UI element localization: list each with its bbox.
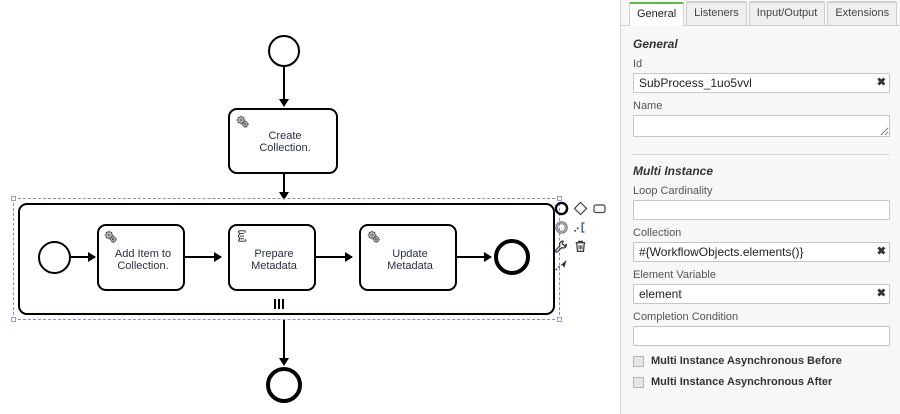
service-task-gears-icon [235, 114, 251, 130]
lasso-connect-icon[interactable] [552, 256, 571, 275]
bpmn-canvas[interactable]: Create Collection. [0, 0, 620, 414]
sequence-flow [185, 256, 221, 258]
field-name: Name [633, 100, 890, 142]
resize-handle-se[interactable] [557, 317, 562, 322]
end-event[interactable] [266, 367, 302, 403]
field-completion-condition: Completion Condition [633, 311, 890, 346]
collection-clear-icon[interactable]: ✖ [876, 245, 886, 258]
id-label: Id [633, 58, 643, 70]
field-element-variable: Element Variable ✖ [633, 269, 890, 304]
group-divider [633, 154, 890, 155]
resize-handle-ne[interactable] [557, 196, 562, 201]
sequence-flow [316, 256, 352, 258]
collection-label: Collection [633, 227, 682, 239]
element-variable-input[interactable] [633, 284, 890, 304]
task-label-line1: Create [268, 130, 302, 142]
context-pad[interactable] [552, 199, 609, 275]
task-label-line1: Add Item to [114, 248, 172, 260]
properties-body: General Id ✖ Name Multi Instance Loop Ca… [621, 26, 900, 414]
task-update-metadata[interactable]: Update Metadata [359, 224, 457, 291]
tab-listeners[interactable]: Listeners [686, 1, 747, 25]
id-clear-icon[interactable]: ✖ [876, 76, 886, 89]
task-label-line2: Collection. [117, 260, 169, 272]
task-label: Prepare Metadata [230, 248, 318, 272]
element-variable-clear-icon[interactable]: ✖ [876, 287, 886, 300]
field-loop-cardinality: Loop Cardinality [633, 185, 890, 220]
pad-empty-2 [590, 237, 609, 256]
loop-cardinality-label: Loop Cardinality [633, 185, 713, 197]
sequence-flow-arrow [88, 252, 96, 262]
sequence-flow [283, 67, 285, 103]
task-label-line2: Collection. [259, 142, 311, 154]
multi-instance-group-title: Multi Instance [633, 164, 714, 178]
script-task-scroll-icon [235, 229, 251, 245]
completion-condition-label: Completion Condition [633, 311, 739, 323]
general-group-title: General [633, 37, 678, 51]
collection-input[interactable] [633, 242, 890, 262]
service-task-gears-icon [366, 229, 382, 245]
append-intermediate-event-icon[interactable] [552, 218, 571, 237]
task-label: Add Item to Collection. [99, 248, 187, 272]
sequence-flow-arrow [345, 252, 353, 262]
field-id: Id ✖ [633, 58, 890, 93]
parallel-multi-instance-marker [274, 299, 284, 309]
pad-empty [590, 218, 609, 237]
sequence-flow-arrow [484, 252, 492, 262]
inner-start-event[interactable] [38, 241, 71, 274]
name-input[interactable] [633, 115, 890, 137]
sequence-flow [283, 320, 285, 364]
connect-icon[interactable] [571, 218, 590, 237]
async-after-label: Multi Instance Asynchronous After [651, 376, 833, 388]
properties-tabbar: General Listeners Input/Output Extension… [621, 0, 900, 26]
loop-cardinality-input[interactable] [633, 200, 890, 220]
row-async-before: Multi Instance Asynchronous Before [633, 355, 890, 367]
sequence-flow [457, 256, 490, 258]
async-before-label: Multi Instance Asynchronous Before [651, 355, 842, 367]
resize-handle-nw[interactable] [11, 196, 16, 201]
sequence-flow [283, 174, 285, 198]
task-label-line2: Metadata [387, 260, 433, 272]
field-collection: Collection ✖ [633, 227, 890, 262]
async-after-checkbox[interactable] [633, 376, 644, 388]
start-event[interactable] [268, 35, 300, 67]
resize-handle-sw[interactable] [11, 317, 16, 322]
append-end-event-icon[interactable] [552, 199, 571, 218]
service-task-gears-icon [103, 229, 119, 245]
tab-input-output[interactable]: Input/Output [748, 1, 826, 25]
completion-condition-input[interactable] [633, 326, 890, 346]
task-label: Update Metadata [361, 248, 459, 272]
task-label-line1: Update [392, 248, 428, 260]
element-variable-label: Element Variable [633, 269, 716, 281]
append-gateway-icon[interactable] [571, 199, 590, 218]
id-input[interactable] [633, 73, 890, 93]
sequence-flow-arrow [279, 99, 289, 107]
wrench-icon[interactable] [552, 237, 571, 256]
tab-general[interactable]: General [629, 2, 685, 26]
async-before-checkbox[interactable] [633, 355, 644, 367]
name-label: Name [633, 100, 663, 112]
task-create-collection[interactable]: Create Collection. [228, 108, 338, 174]
task-label-line1: Prepare [254, 248, 294, 260]
task-label-line2: Metadata [251, 260, 297, 272]
sequence-flow-arrow [279, 358, 289, 366]
task-prepare-metadata[interactable]: Prepare Metadata [228, 224, 316, 291]
inner-end-event[interactable] [494, 239, 530, 275]
sequence-flow-arrow [279, 192, 289, 200]
tab-extensions[interactable]: Extensions [827, 1, 898, 25]
trash-icon[interactable] [571, 237, 590, 256]
sequence-flow-arrow [214, 252, 222, 262]
properties-panel: General Listeners Input/Output Extension… [620, 0, 900, 414]
sequence-flow [71, 256, 95, 258]
row-async-after: Multi Instance Asynchronous After [633, 376, 890, 388]
append-task-icon[interactable] [590, 199, 609, 218]
task-label: Create Collection. [230, 130, 340, 154]
task-add-item-to-collection[interactable]: Add Item to Collection. [97, 224, 185, 291]
